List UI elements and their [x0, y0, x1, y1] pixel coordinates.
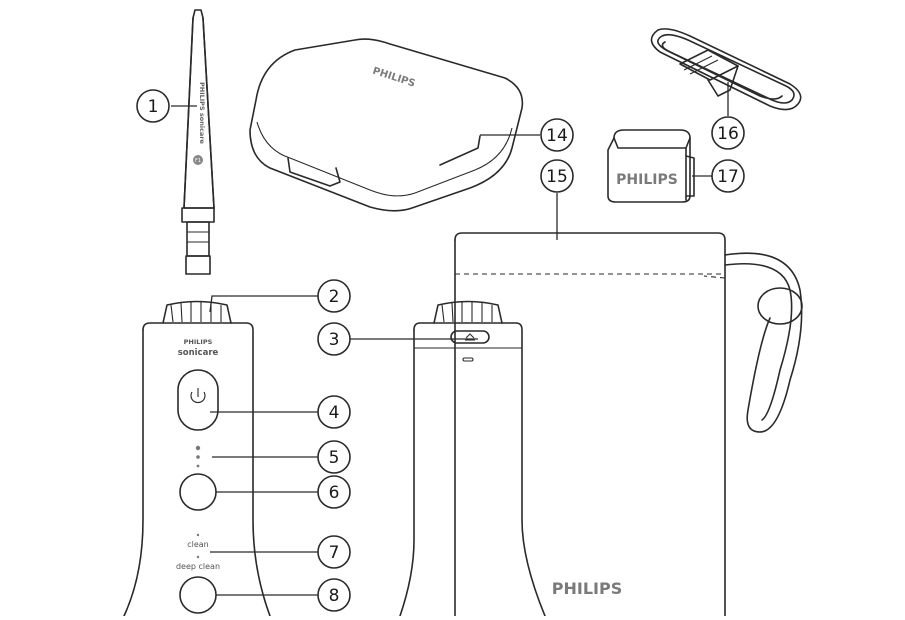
svg-text:16: 16 [717, 124, 739, 144]
mode-button[interactable] [179, 576, 217, 614]
callout-14: 14 [540, 118, 574, 152]
svg-text:2: 2 [329, 287, 340, 307]
callout-8: 8 [317, 578, 351, 612]
callout-15: 15 [540, 159, 574, 193]
case-brand-text: PHILIPS [371, 66, 416, 90]
nozzle: PHILIPS sonicare F1 [181, 9, 215, 275]
svg-text:8: 8 [329, 586, 340, 606]
adapter-brand-text: PHILIPS [616, 172, 678, 188]
handle-brand-text: PHILIPS [184, 338, 213, 346]
handle-front: PHILIPS sonicare clean deep clean [123, 300, 271, 617]
nozzle-badge [193, 155, 203, 165]
svg-text:4: 4 [329, 403, 340, 423]
usb-cable [650, 28, 802, 111]
power-adapter: PHILIPS [607, 129, 695, 203]
handle-back [399, 300, 546, 617]
callout-5: 5 [317, 440, 351, 474]
release-button[interactable] [450, 330, 490, 344]
intensity-button[interactable] [179, 473, 217, 511]
intensity-led-2 [196, 455, 200, 459]
callout-17: 17 [711, 159, 745, 193]
leader-lines [171, 82, 729, 596]
svg-text:1: 1 [148, 97, 159, 117]
callout-6: 6 [317, 475, 351, 509]
travel-case: PHILIPS [249, 38, 524, 212]
mode-deep-clean-label: deep clean [176, 562, 220, 571]
svg-text:7: 7 [329, 543, 340, 563]
callout-16: 16 [711, 116, 745, 150]
power-button[interactable] [177, 369, 219, 431]
svg-text:17: 17 [717, 167, 739, 187]
callout-7: 7 [317, 535, 351, 569]
svg-text:15: 15 [546, 167, 568, 187]
handle-subbrand-text: sonicare [178, 348, 219, 358]
svg-text:6: 6 [329, 483, 340, 503]
pouch-brand-text: PHILIPS [552, 579, 622, 598]
svg-text:14: 14 [546, 126, 568, 146]
svg-text:5: 5 [329, 448, 340, 468]
nozzle-badge-text: F1 [195, 158, 201, 164]
mode-clean-label: clean [187, 540, 209, 549]
callout-2: 2 [317, 279, 351, 313]
callout-3: 3 [317, 322, 351, 356]
svg-text:3: 3 [329, 330, 340, 350]
intensity-led-3 [196, 464, 200, 468]
callout-1: 1 [136, 89, 170, 123]
storage-pouch: PHILIPS [454, 232, 803, 617]
callout-4: 4 [317, 395, 351, 429]
nozzle-brand-text: PHILIPS sonicare [198, 82, 206, 145]
intensity-led-1 [195, 445, 201, 451]
power-icon [190, 388, 206, 404]
